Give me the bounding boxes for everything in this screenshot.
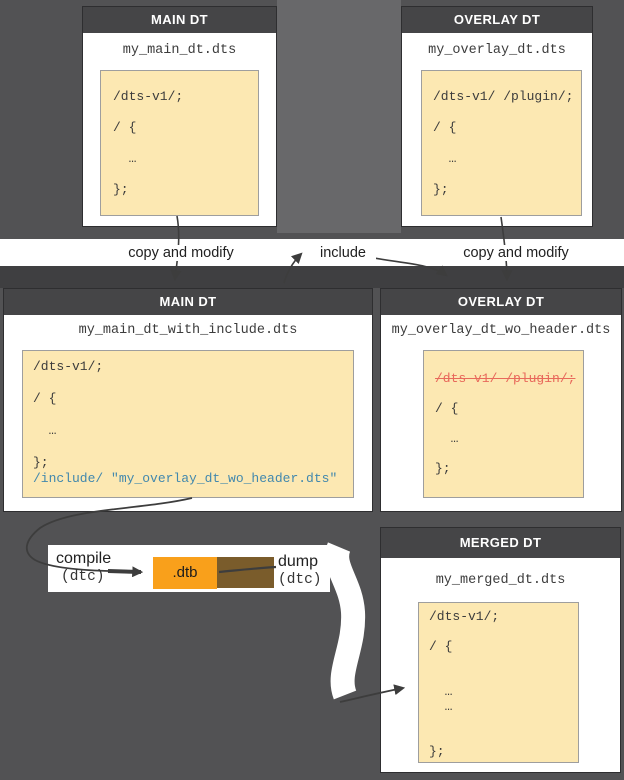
- filename-label: my_overlay_dt_wo_header.dts: [391, 323, 611, 338]
- dtb-file-box: .dtb: [153, 557, 217, 589]
- white-swoosh-shape: [325, 542, 366, 700]
- copy-and-modify-label-right: copy and modify: [452, 245, 580, 261]
- panel-overlay-dt-wo-header: OVERLAY DT my_overlay_dt_wo_header.dts /…: [380, 288, 622, 512]
- code-snippet: /dts-v1/ /plugin/;/ { …};: [421, 70, 582, 216]
- filename-label: my_merged_dt.dts: [435, 573, 566, 588]
- panel-title: MAIN DT: [83, 7, 276, 33]
- copy-and-modify-label-left: copy and modify: [118, 245, 244, 261]
- dump-label: dump (dtc): [278, 553, 322, 589]
- panel-overlay-dt-source: OVERLAY DT my_overlay_dt.dts /dts-v1/ /p…: [401, 6, 593, 227]
- filename-label: my_overlay_dt.dts: [428, 43, 566, 58]
- filename-label: my_main_dt_with_include.dts: [78, 323, 298, 338]
- include-label: include: [310, 245, 376, 261]
- panel-main-dt-with-include: MAIN DT my_main_dt_with_include.dts /dts…: [3, 288, 373, 512]
- filename-label: my_main_dt.dts: [122, 43, 237, 58]
- compile-label: compile (dtc): [56, 550, 111, 586]
- panel-title: OVERLAY DT: [381, 289, 621, 315]
- dtb-shadow-block: [217, 557, 274, 588]
- code-snippet: /dts-v1/ /plugin/;/ { …};: [423, 350, 584, 498]
- code-snippet: /dts-v1/;/ { …};: [100, 70, 259, 216]
- dump-text: dump: [278, 553, 319, 570]
- compile-text: compile: [56, 550, 112, 567]
- panel-title: OVERLAY DT: [402, 7, 592, 33]
- dark-divider-band: [0, 266, 624, 288]
- dump-dtc-text: (dtc): [278, 572, 322, 588]
- compile-dtc-text: (dtc): [61, 569, 105, 585]
- panel-main-dt-source: MAIN DT my_main_dt.dts /dts-v1/;/ { …};: [82, 6, 277, 227]
- code-snippet: /dts-v1/; / { … … };: [418, 602, 579, 763]
- panel-title: MAIN DT: [4, 289, 372, 315]
- panel-title: MERGED DT: [381, 528, 620, 558]
- code-snippet: /dts-v1/; / { … };/include/ "my_overlay_…: [22, 350, 354, 498]
- background-light-column: [277, 0, 401, 233]
- panel-merged-dt: MERGED DT my_merged_dt.dts /dts-v1/; / {…: [380, 527, 621, 773]
